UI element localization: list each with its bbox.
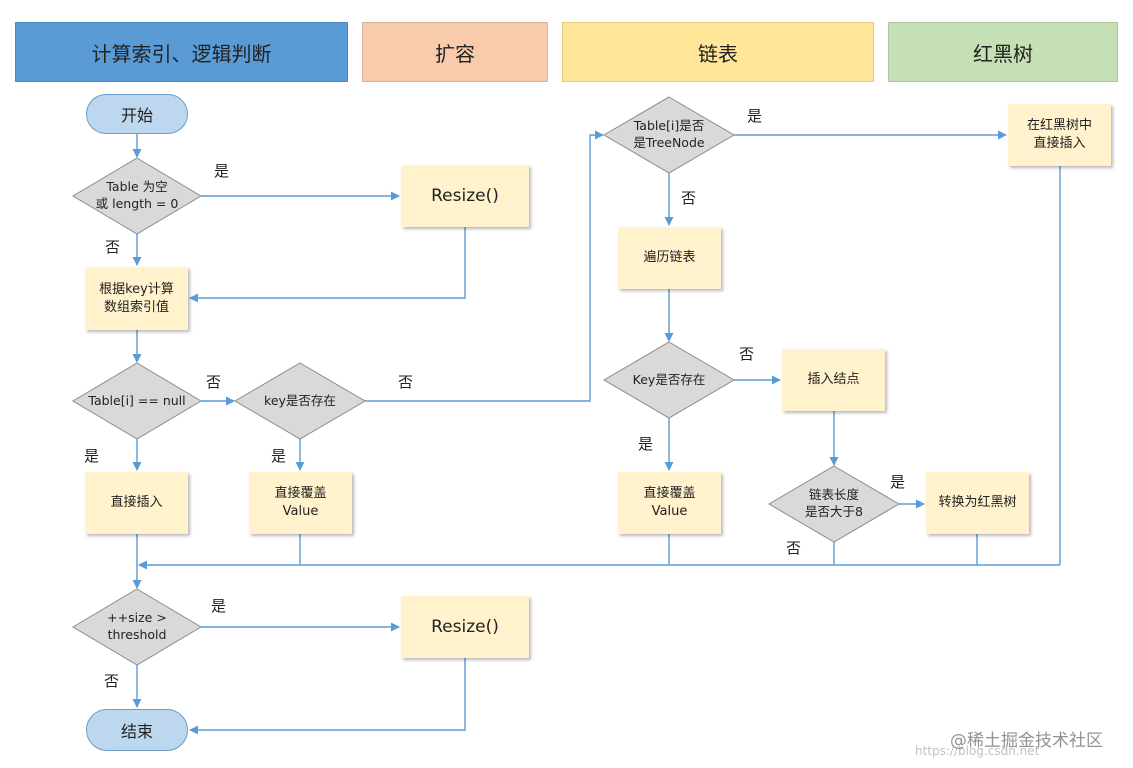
label-treenode-yes: 是	[747, 107, 763, 125]
decision-size-threshold-line-1: ++size >	[107, 610, 167, 626]
override-value-box-2: 直接覆盖 Value	[618, 472, 721, 534]
decision-key-exists-2-text: Key是否存在	[632, 371, 706, 387]
label-key1-no: 否	[398, 373, 414, 391]
arrow-key-no-to-treenode-check	[365, 130, 604, 402]
label-key2-no: 否	[739, 345, 755, 363]
label-size-no: 否	[104, 672, 120, 690]
end-terminal: 结束	[86, 709, 188, 751]
decision-table-null-text: Table[i] == null	[88, 392, 186, 408]
convert-to-rbtree-box: 转换为红黑树	[926, 472, 1029, 534]
decision-list-length-text: 链表长度 是否大于8	[774, 484, 894, 524]
label-null-no: 否	[206, 373, 222, 391]
arrow-resize-to-end	[189, 658, 466, 735]
override-1-line-1: 直接覆盖	[274, 486, 327, 502]
decision-size-threshold-text: ++size > threshold	[77, 607, 197, 647]
decision-list-length-line-2: 是否大于8	[805, 504, 863, 519]
decision-table-empty-line-2: 或 length = 0	[95, 196, 179, 211]
rb-insert-line-2: 直接插入	[1033, 136, 1086, 151]
lane-header-linked-list: 链表	[562, 22, 874, 82]
insert-node-box: 插入结点	[782, 349, 885, 411]
override-2-line-1: 直接覆盖	[643, 486, 696, 502]
start-terminal: 开始	[86, 94, 188, 134]
watermark-url: https://blog.csdn.net	[915, 744, 1040, 758]
decision-table-empty-text: Table 为空 或 length = 0	[77, 176, 197, 216]
decision-treenode-line-2: 是TreeNode	[633, 135, 705, 150]
label-length-no: 否	[786, 539, 802, 557]
lane-header-red-black-tree: 红黑树	[888, 22, 1118, 82]
decision-size-threshold-line-2: threshold	[107, 627, 167, 642]
direct-insert-box: 直接插入	[85, 472, 188, 534]
decision-list-length-line-1: 链表长度	[808, 487, 859, 503]
label-key1-yes: 是	[271, 447, 287, 465]
resize-box-2: Resize()	[401, 596, 529, 658]
rb-insert-line-1: 在红黑树中	[1026, 118, 1092, 134]
lane-header-hash-index: 计算索引、逻辑判断	[15, 22, 348, 82]
decision-treenode-line-1: Table[i]是否	[633, 118, 705, 134]
override-2-line-2: Value	[651, 504, 688, 519]
override-1-line-2: Value	[282, 504, 319, 519]
label-empty-no: 否	[105, 238, 121, 256]
resize-box-1: Resize()	[401, 165, 529, 227]
decision-key-exists-1-text: key是否存在	[264, 392, 336, 408]
calc-index-line-1: 根据key计算	[99, 281, 174, 297]
watermark-text: @稀土掘金技术社区	[950, 731, 1103, 751]
decision-treenode-text: Table[i]是否 是TreeNode	[609, 115, 729, 155]
label-empty-yes: 是	[214, 162, 230, 180]
label-treenode-no: 否	[681, 189, 697, 207]
rb-insert-box: 在红黑树中 直接插入	[1008, 104, 1111, 166]
lane-header-resize: 扩容	[362, 22, 548, 82]
calc-index-line-2: 数组索引值	[103, 299, 169, 315]
label-key2-yes: 是	[638, 435, 654, 453]
calc-index-box: 根据key计算 数组索引值	[85, 267, 188, 330]
arrow-resize-to-calc	[189, 227, 466, 303]
label-size-yes: 是	[211, 597, 227, 615]
label-null-yes: 是	[84, 447, 100, 465]
traverse-list-box: 遍历链表	[618, 227, 721, 289]
decision-table-empty-line-1: Table 为空	[106, 179, 168, 195]
override-value-box-1: 直接覆盖 Value	[249, 472, 352, 534]
label-length-yes: 是	[890, 473, 906, 491]
